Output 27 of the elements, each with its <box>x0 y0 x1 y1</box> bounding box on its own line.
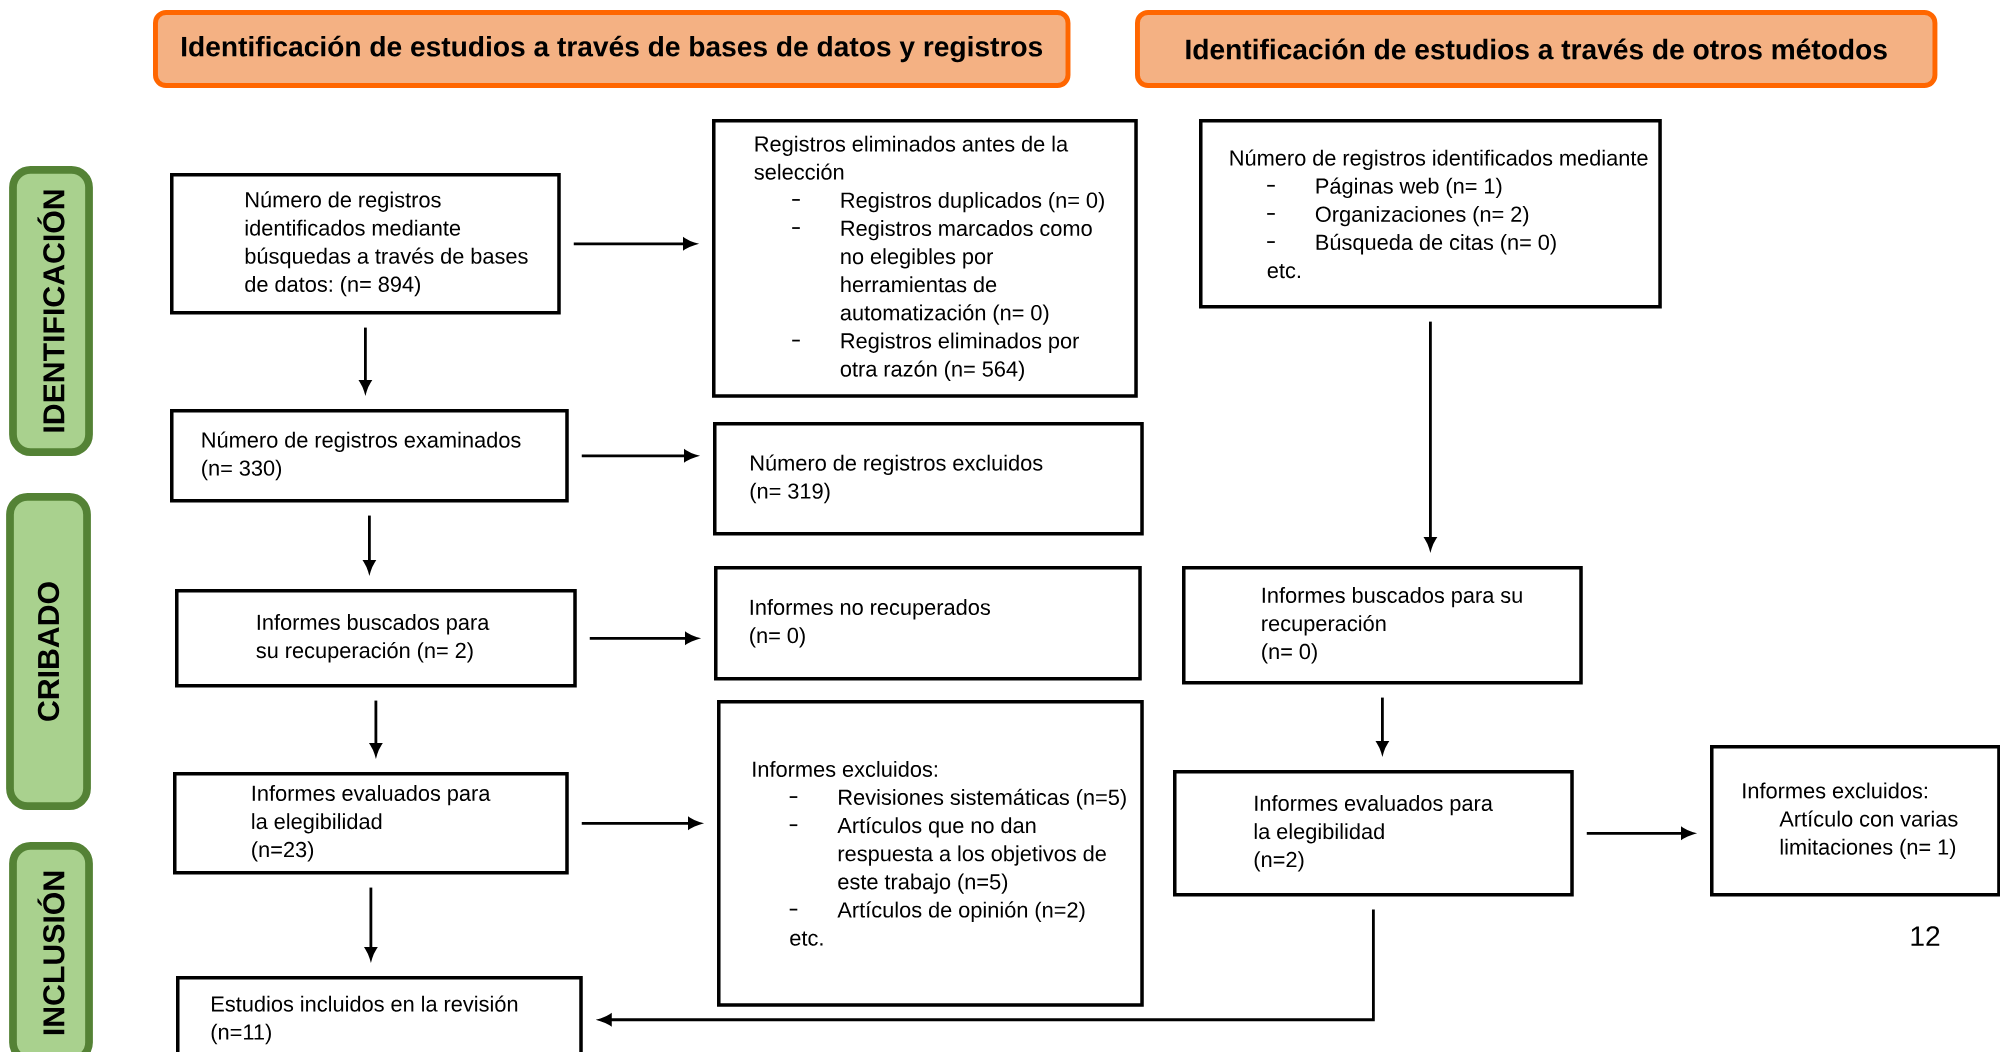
process-box: Informes buscados para su recuperación (n= 0) <box>1182 566 1583 685</box>
process-box: Número de registros identificados mediante Páginas web (n= 1) Organizaciones (n= 2) Búsqueda de citas (n= 0) etc. <box>1199 119 1662 309</box>
process-box: Informes excluidos: Artículo con varias limitaciones (n= 1) <box>1710 745 2000 897</box>
arrow <box>589 632 698 645</box>
page-number: 12 <box>1911 926 1940 946</box>
phase-band: CRIBADO <box>6 493 91 810</box>
process-box: Informes excluidos: Revisiones sistemáticas (n=5) Artículos que no dan respuesta a los objetivos de este trabajo (n=5) Artículos de opinión (n=2) etc. <box>717 700 1144 1007</box>
arrow <box>370 700 382 756</box>
arrow <box>599 909 1375 1026</box>
process-box: Informes buscados para su recuperación (n= 2) <box>175 589 577 688</box>
phase-band: IDENTIFICACIÓN <box>9 166 93 456</box>
arrow <box>573 238 696 250</box>
section-header: Identificación de estudios a través de bases de datos y registros <box>153 10 1071 88</box>
arrow <box>365 887 377 960</box>
process-box: Número de registros excluidos (n= 319) <box>713 422 1144 536</box>
arrow <box>1586 827 1694 840</box>
arrow <box>581 450 697 462</box>
process-box: Número de registros examinados (n= 330) <box>170 409 569 503</box>
process-box: Informes no recuperados (n= 0) <box>714 566 1142 681</box>
process-box: Informes evaluados para la elegibilidad (n=23) <box>173 772 569 875</box>
section-header: Identificación de estudios a través de otros métodos <box>1135 10 1938 88</box>
arrow <box>581 817 701 830</box>
process-box: Número de registros identificados mediante búsquedas a través de bases de datos: (n= 894) <box>170 173 561 315</box>
phase-band: INCLUSIÓN <box>9 842 93 1052</box>
process-box: Informes evaluados para la elegibilidad (n=2) <box>1173 770 1574 897</box>
process-box: Estudios incluidos en la revisión (n=11) <box>176 976 583 1052</box>
process-box: Registros eliminados antes de la selección Registros duplicados (n= 0) Registros marcados como no elegibles por herramientas de automatización (n= 0) Registros eliminados por otra razón (n= 564) <box>712 119 1138 398</box>
